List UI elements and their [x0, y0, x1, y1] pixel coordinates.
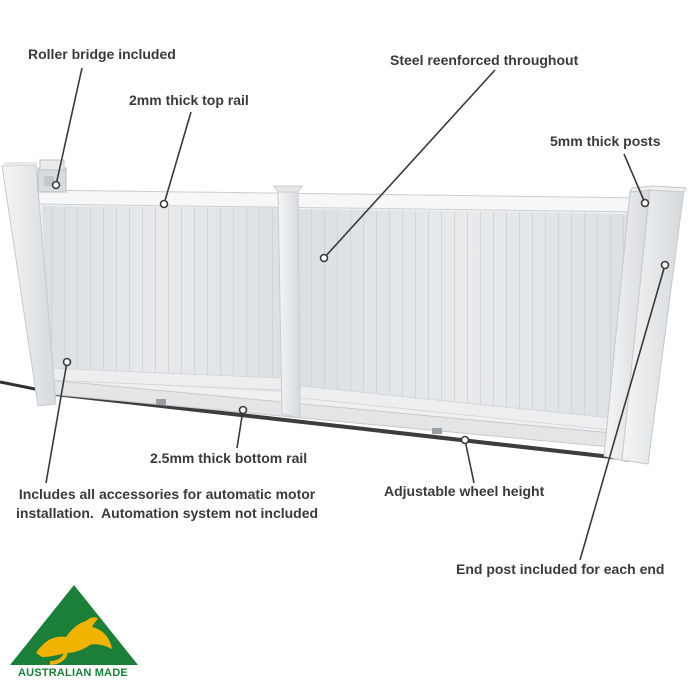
label-roller-bridge: Roller bridge included: [28, 46, 176, 62]
label-steel-reinforced: Steel reenforced throughout: [390, 52, 579, 68]
leader-dots: [51, 180, 670, 445]
label-top-rail: 2mm thick top rail: [129, 92, 249, 108]
label-posts: 5mm thick posts: [550, 133, 661, 149]
wheel-bracket: [432, 428, 442, 434]
bottom-track: [54, 392, 621, 460]
label-accessories: Includes all accessories for automatic m…: [16, 486, 319, 521]
label-bottom-rail: 2.5mm thick bottom rail: [150, 450, 308, 466]
logo-text: AUSTRALIAN MADE: [18, 667, 128, 679]
roller-bridge: [37, 159, 67, 193]
label-end-post: End post included for each end: [456, 561, 665, 577]
label-wheel-height: Adjustable wheel height: [384, 483, 545, 499]
centre-post: [277, 191, 301, 419]
wheel-bracket: [156, 399, 166, 405]
leader-lines: [45, 67, 666, 561]
australian-made-logo-icon: [6, 585, 142, 688]
